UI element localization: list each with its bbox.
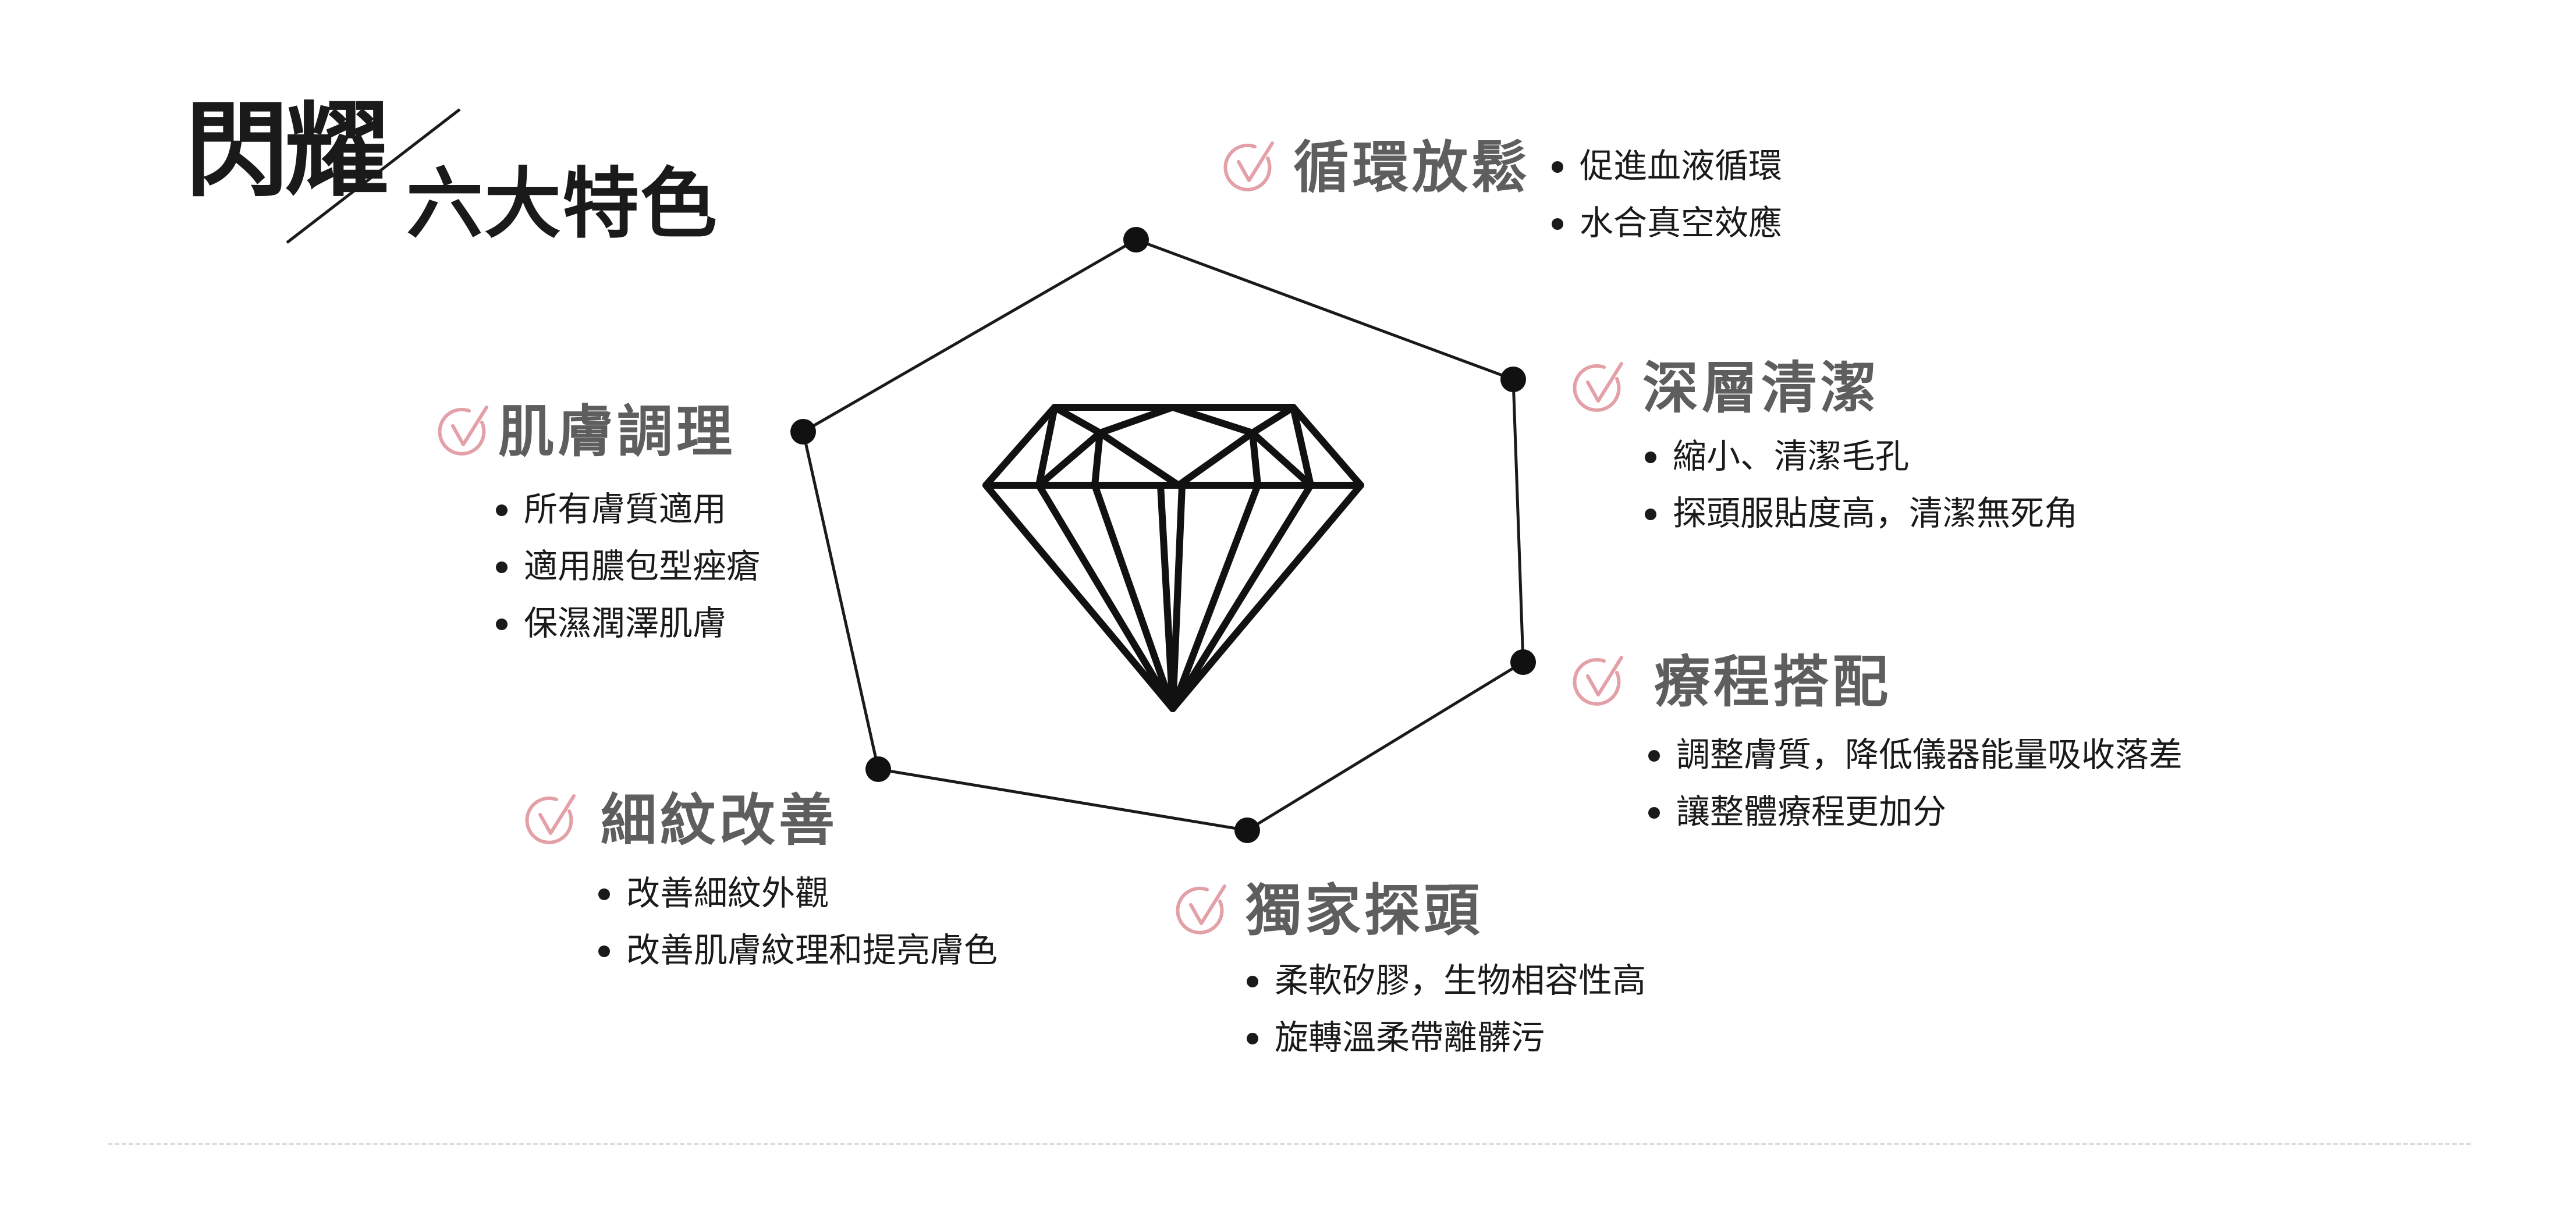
footer-divider (108, 1143, 2471, 1145)
diamond-icon (982, 404, 1364, 712)
bullet-item: 改善肌膚紋理和提亮膚色 (598, 922, 998, 979)
feature-title: 深層清潔 (1642, 356, 1880, 421)
bullet-item: 促進血液循環 (1552, 137, 1782, 194)
feature-title: 循環放鬆 (1293, 135, 1531, 200)
bullet-item: 所有膚質適用 (496, 481, 760, 538)
title-sub: 六大特色 (406, 159, 718, 249)
bullet-item: 讓整體療程更加分 (1648, 783, 2183, 840)
bullet-item: 探頭服貼度高，清潔無死角 (1645, 485, 2078, 542)
bullet-item: 保濕潤澤肌膚 (496, 595, 760, 652)
bullet-item: 柔軟矽膠，生物相容性高 (1247, 952, 1646, 1009)
bullet-item: 縮小、清潔毛孔 (1645, 428, 2078, 485)
vertex-top-right (1500, 367, 1526, 392)
vertex-top-left (790, 419, 816, 445)
checkmark-circle-icon (1222, 138, 1280, 197)
feature-skin-conditioning: 肌膚調理 (437, 397, 736, 467)
feature-deep-cleansing-bullets: 縮小、清潔毛孔 探頭服貼度高，清潔無死角 (1645, 428, 2078, 542)
feature-title: 療程搭配 (1654, 649, 1892, 715)
vertex-bottom-right (1510, 649, 1536, 675)
feature-circulation: 循環放鬆 (1222, 133, 1531, 202)
vertex-top (1123, 227, 1149, 253)
checkmark-circle-icon (1571, 653, 1630, 711)
bullet-item: 改善細紋外觀 (598, 865, 998, 922)
feature-treatment-combo-bullets: 調整膚質，降低儀器能量吸收落差 讓整體療程更加分 (1648, 726, 2183, 840)
hexagon-vertices (790, 227, 1536, 843)
feature-title: 細紋改善 (601, 788, 838, 853)
checkmark-circle-icon (437, 403, 495, 461)
bullet-item: 水合真空效應 (1552, 194, 1782, 251)
feature-exclusive-probe-bullets: 柔軟矽膠，生物相容性高 旋轉溫柔帶離髒污 (1247, 952, 1646, 1066)
feature-title: 肌膚調理 (498, 399, 736, 464)
feature-skin-conditioning-bullets: 所有膚質適用 適用膿包型痤瘡 保濕潤澤肌膚 (496, 481, 760, 652)
feature-title: 獨家探頭 (1246, 878, 1483, 943)
title-main: 閃耀 (185, 90, 389, 211)
vertex-bottom-left (865, 756, 891, 782)
bullet-item: 調整膚質，降低儀器能量吸收落差 (1648, 726, 2183, 783)
feature-deep-cleansing: 深層清潔 (1571, 353, 1880, 423)
feature-treatment-combo: 療程搭配 (1571, 647, 1892, 717)
feature-fine-lines-bullets: 改善細紋外觀 改善肌膚紋理和提亮膚色 (598, 865, 998, 979)
vertex-bottom (1234, 817, 1260, 843)
checkmark-circle-icon (524, 791, 582, 849)
feature-circulation-bullets: 促進血液循環 水合真空效應 (1552, 137, 1782, 251)
checkmark-circle-icon (1571, 359, 1630, 417)
checkmark-circle-icon (1175, 881, 1233, 940)
bullet-item: 旋轉溫柔帶離髒污 (1247, 1009, 1646, 1066)
title-slash (286, 108, 461, 244)
feature-fine-lines: 細紋改善 (524, 785, 838, 855)
bullet-item: 適用膿包型痤瘡 (496, 538, 760, 595)
feature-exclusive-probe: 獨家探頭 (1175, 876, 1483, 945)
